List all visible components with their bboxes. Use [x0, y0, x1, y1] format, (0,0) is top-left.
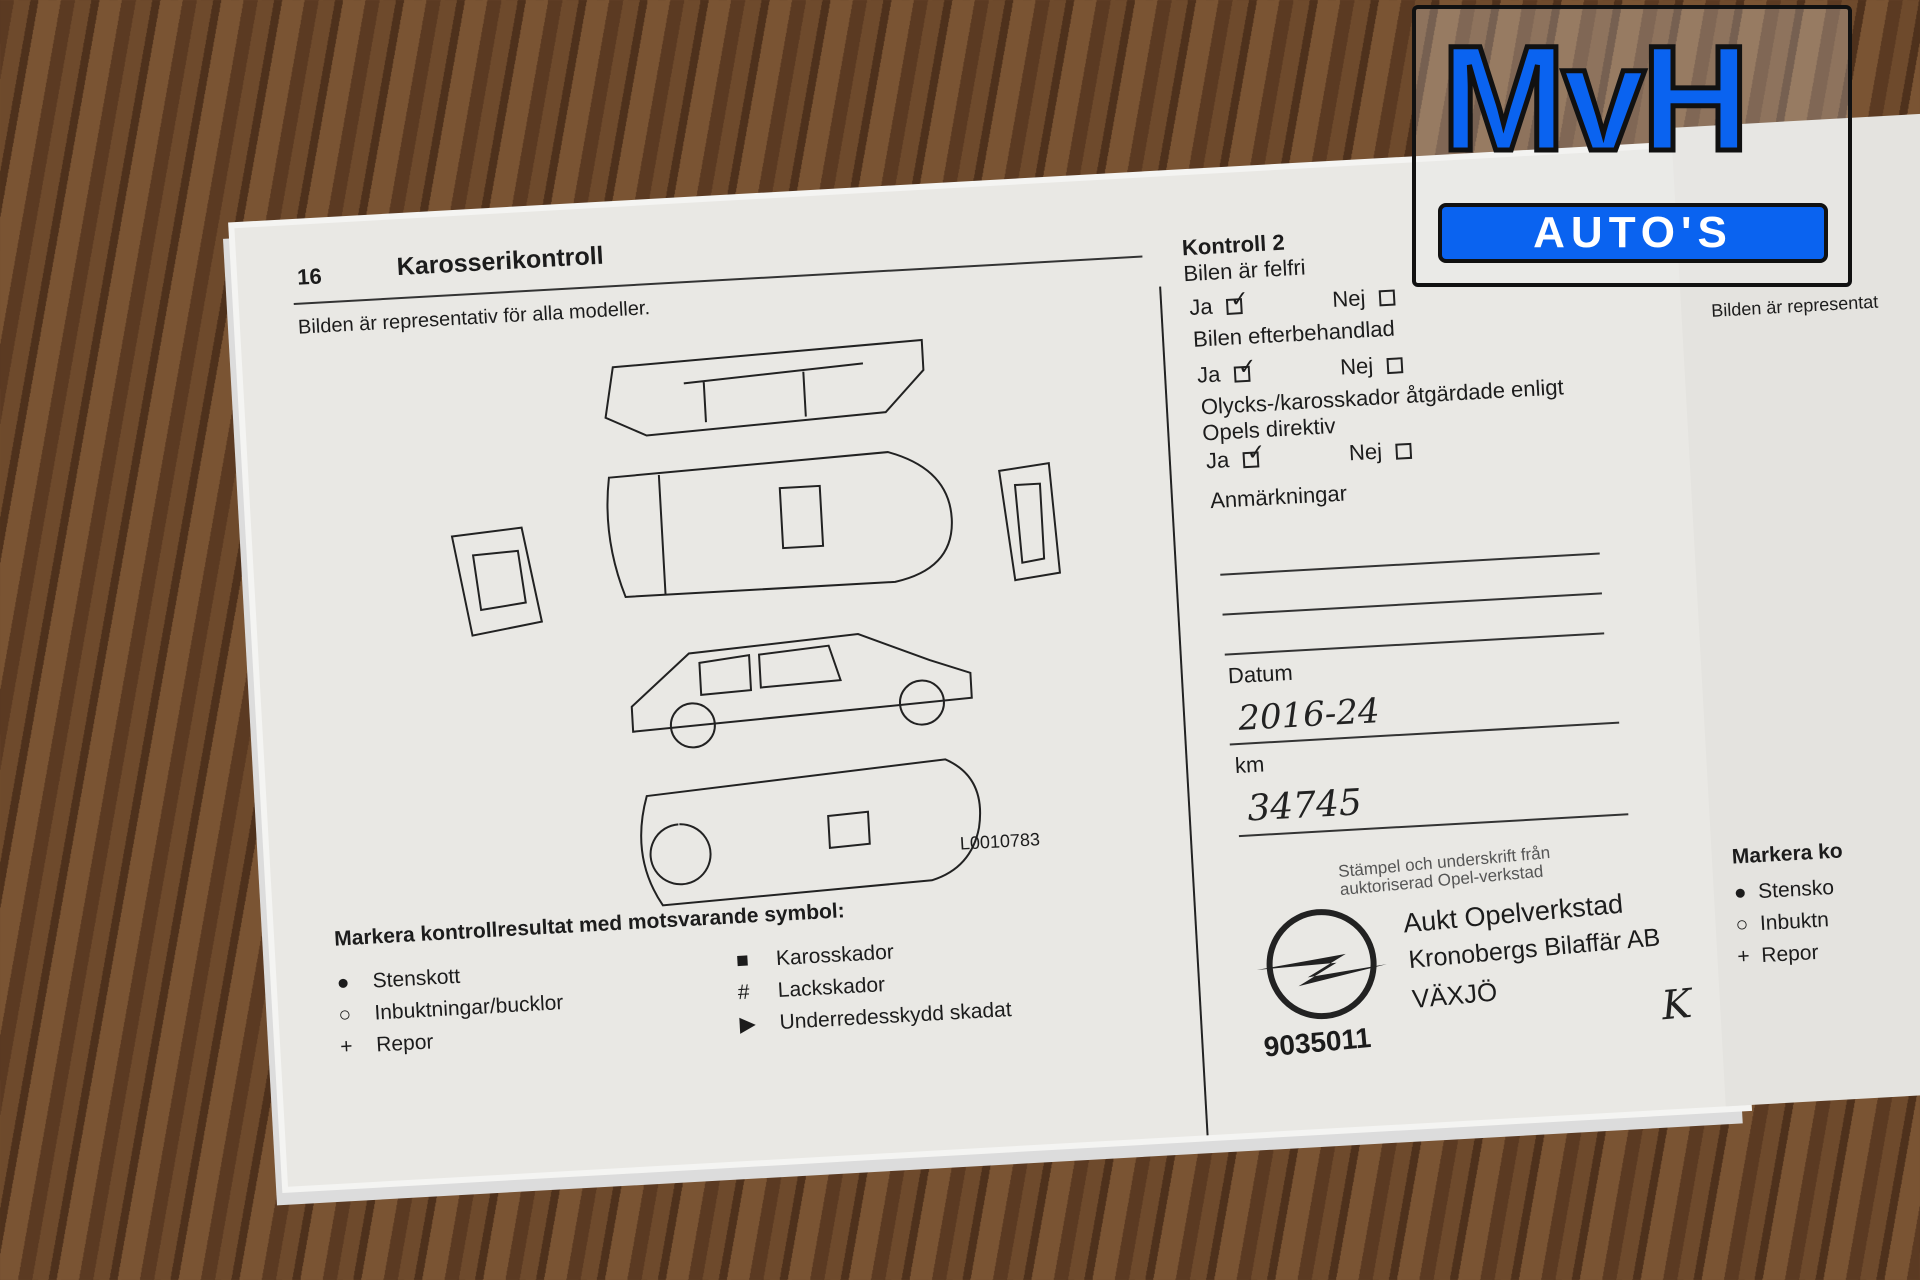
open-circle-icon: ○	[337, 1002, 352, 1027]
right-legend: ● Stensko ○ Inbuktn + Repor	[1733, 872, 1838, 973]
left-page: 16 Karosserikontroll Bilden är represent…	[234, 146, 1746, 1187]
booklet: 16 Karosserikontroll Bilden är represent…	[200, 66, 1920, 1187]
legend-label: Stensko	[1757, 875, 1835, 904]
triangle-icon: ▶	[739, 1012, 757, 1037]
km-label: km	[1234, 751, 1265, 779]
q2-no-label: Nej	[1339, 352, 1374, 380]
filled-circle-icon: ●	[336, 970, 351, 995]
car-top-view	[606, 451, 953, 598]
q2-yes-checkbox[interactable]	[1233, 365, 1251, 383]
filled-circle-icon: ●	[1733, 880, 1748, 905]
legend-col-2: ■Karosskador #Lackskador ▶Underredesskyd…	[735, 930, 1012, 1041]
car-front-view	[450, 526, 544, 637]
right-subtitle: Bilden är representat	[1710, 291, 1879, 321]
logo-text-mvh: MvH	[1439, 14, 1753, 182]
mvh-autos-watermark-logo: MvH AUTO'S	[1412, 5, 1852, 287]
q3-no-label: Nej	[1348, 438, 1383, 466]
q3-no-checkbox[interactable]	[1395, 443, 1413, 460]
plus-icon: +	[339, 1034, 354, 1059]
car-rear-view	[998, 461, 1062, 582]
remarks-line[interactable]	[1224, 632, 1605, 656]
remarks-line[interactable]	[1222, 592, 1602, 616]
figure-code: L0010783	[959, 829, 1041, 854]
right-legend-heading: Markera ko	[1731, 839, 1844, 869]
legend-label: Repor	[1760, 940, 1820, 968]
date-value[interactable]: 2016-24	[1237, 691, 1381, 739]
right-legend-item: ○ Inbuktn	[1735, 904, 1837, 942]
filled-square-icon: ■	[735, 948, 750, 973]
logo-text-autos: AUTO'S	[1438, 203, 1828, 263]
remarks-label: Anmärkningar	[1209, 480, 1348, 514]
km-value[interactable]: 34745	[1246, 782, 1363, 830]
q1-yes-checkbox[interactable]	[1226, 298, 1244, 316]
q3-yes-checkbox[interactable]	[1242, 451, 1260, 469]
q2-yes-label: Ja	[1196, 361, 1222, 388]
right-legend-item: + Repor	[1737, 936, 1839, 974]
open-circle-icon: ○	[1735, 912, 1749, 937]
plus-icon: +	[1736, 944, 1751, 969]
q3-yes-label: Ja	[1205, 447, 1230, 474]
car-top-roof-view	[604, 338, 925, 437]
hash-icon: #	[737, 980, 751, 1005]
legend-label: Stenskott	[372, 964, 461, 993]
q1-yes-label: Ja	[1188, 293, 1214, 320]
legend-label: Lackskador	[777, 973, 886, 1003]
legend-label: Karosskador	[775, 940, 895, 971]
page-number: 16	[296, 263, 323, 290]
car-diagram	[450, 338, 1062, 907]
legend-col-1: ● Stenskott ○ Inbuktningar/bucklor + Repor	[336, 955, 566, 1063]
opel-logo-icon	[1256, 909, 1387, 1020]
q1-no-label: Nej	[1331, 285, 1367, 313]
car-side-view	[630, 633, 973, 733]
car-underbody-view	[640, 758, 981, 907]
legend-label: Repor	[375, 1030, 434, 1057]
signature: K	[1659, 980, 1694, 1030]
workshop-stamp: Stämpel och underskrift från auktorisera…	[1228, 829, 1728, 1112]
car-wheel	[669, 702, 716, 749]
car-wheel	[898, 679, 945, 726]
q2-no-checkbox[interactable]	[1386, 357, 1404, 375]
page-title: Karosserikontroll	[396, 241, 605, 282]
remarks-line[interactable]	[1220, 552, 1600, 576]
legend-label: Inbuktn	[1759, 908, 1830, 936]
stamp-line-3: VÄXJÖ	[1410, 976, 1499, 1014]
date-label: Datum	[1227, 659, 1294, 689]
q1-no-checkbox[interactable]	[1378, 289, 1396, 307]
stamp-number: 9035011	[1262, 1021, 1373, 1063]
legend-label: Inbuktningar/bucklor	[373, 991, 564, 1025]
